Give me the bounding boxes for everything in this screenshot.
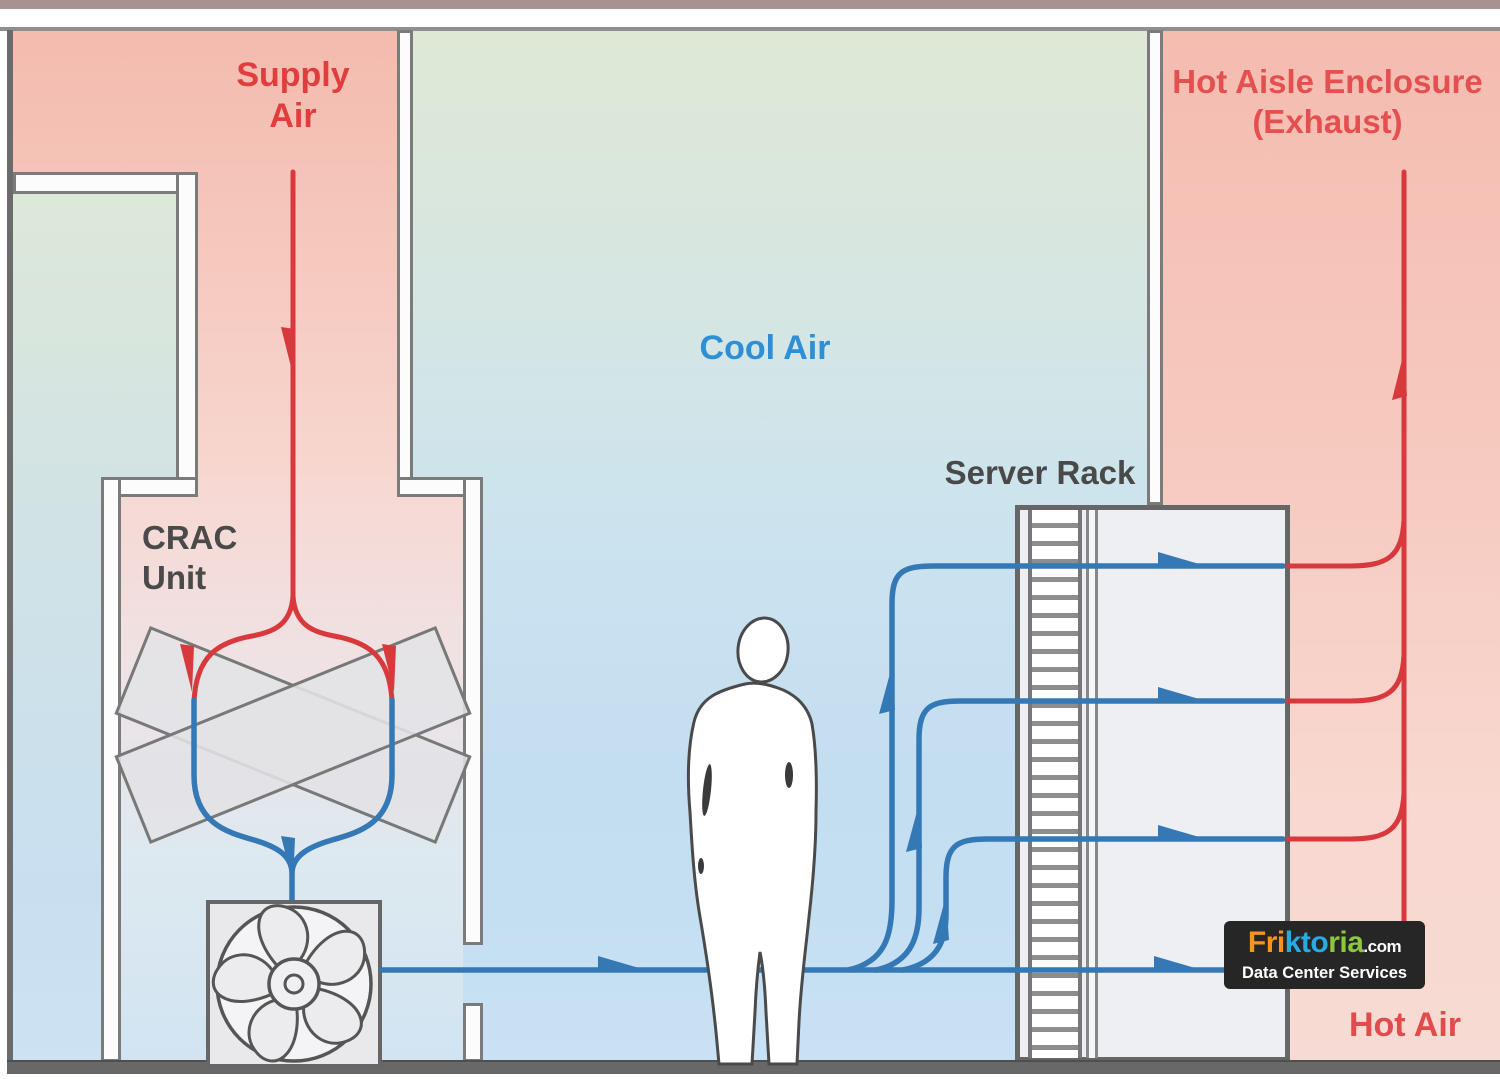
server-rack-inner-divider <box>1086 510 1098 1058</box>
hot-air-label: Hot Air <box>1348 1006 1462 1044</box>
hot-aisle-left-wall <box>1147 30 1163 505</box>
hot-aisle-label-line2: (Exhaust) <box>1252 103 1403 141</box>
crac-right-wall-upper <box>463 477 483 945</box>
logo-segment-kto: kto <box>1284 925 1329 959</box>
left-wall-edge <box>7 30 13 1062</box>
supply-air-label: Supply Air <box>173 55 413 138</box>
friktoria-logo: Friktoria.com Data Center Services <box>1224 921 1425 989</box>
left-room-top-wall <box>13 172 198 194</box>
supply-plenum-top-region <box>13 30 397 172</box>
supply-air-duct-region <box>198 172 397 482</box>
server-rack-label: Server Rack <box>944 454 1136 491</box>
crac-unit-label: CRAC Unit <box>142 518 322 599</box>
left-room-right-wall <box>176 172 198 482</box>
hot-aisle-enclosure-label: Hot Aisle Enclosure (Exhaust) <box>1155 62 1500 143</box>
cool-air-label: Cool Air <box>699 329 831 367</box>
crac-left-wall <box>101 477 121 1062</box>
friktoria-logo-brand: Friktoria.com <box>1247 925 1402 962</box>
logo-segment-ria: ria <box>1328 925 1364 959</box>
crac-unit-label-line2: Unit <box>142 559 207 597</box>
logo-tagline: Data Center Services <box>1241 963 1408 982</box>
raised-floor-line <box>7 1060 1500 1074</box>
crac-unit-label-line1: CRAC <box>142 519 238 556</box>
ceiling-band <box>0 9 1500 31</box>
supply-air-label-line1: Supply <box>236 56 350 94</box>
logo-tld: .com <box>1363 936 1402 956</box>
hot-aisle-label-line1: Hot Aisle Enclosure <box>1172 63 1483 100</box>
crac-right-wall-lower <box>463 1003 483 1062</box>
supply-air-label-line2: Air <box>269 97 317 136</box>
top-border-bar <box>0 0 1500 9</box>
server-rack-front-grille <box>1028 510 1082 1058</box>
logo-segment-fri: Fri <box>1247 925 1285 959</box>
